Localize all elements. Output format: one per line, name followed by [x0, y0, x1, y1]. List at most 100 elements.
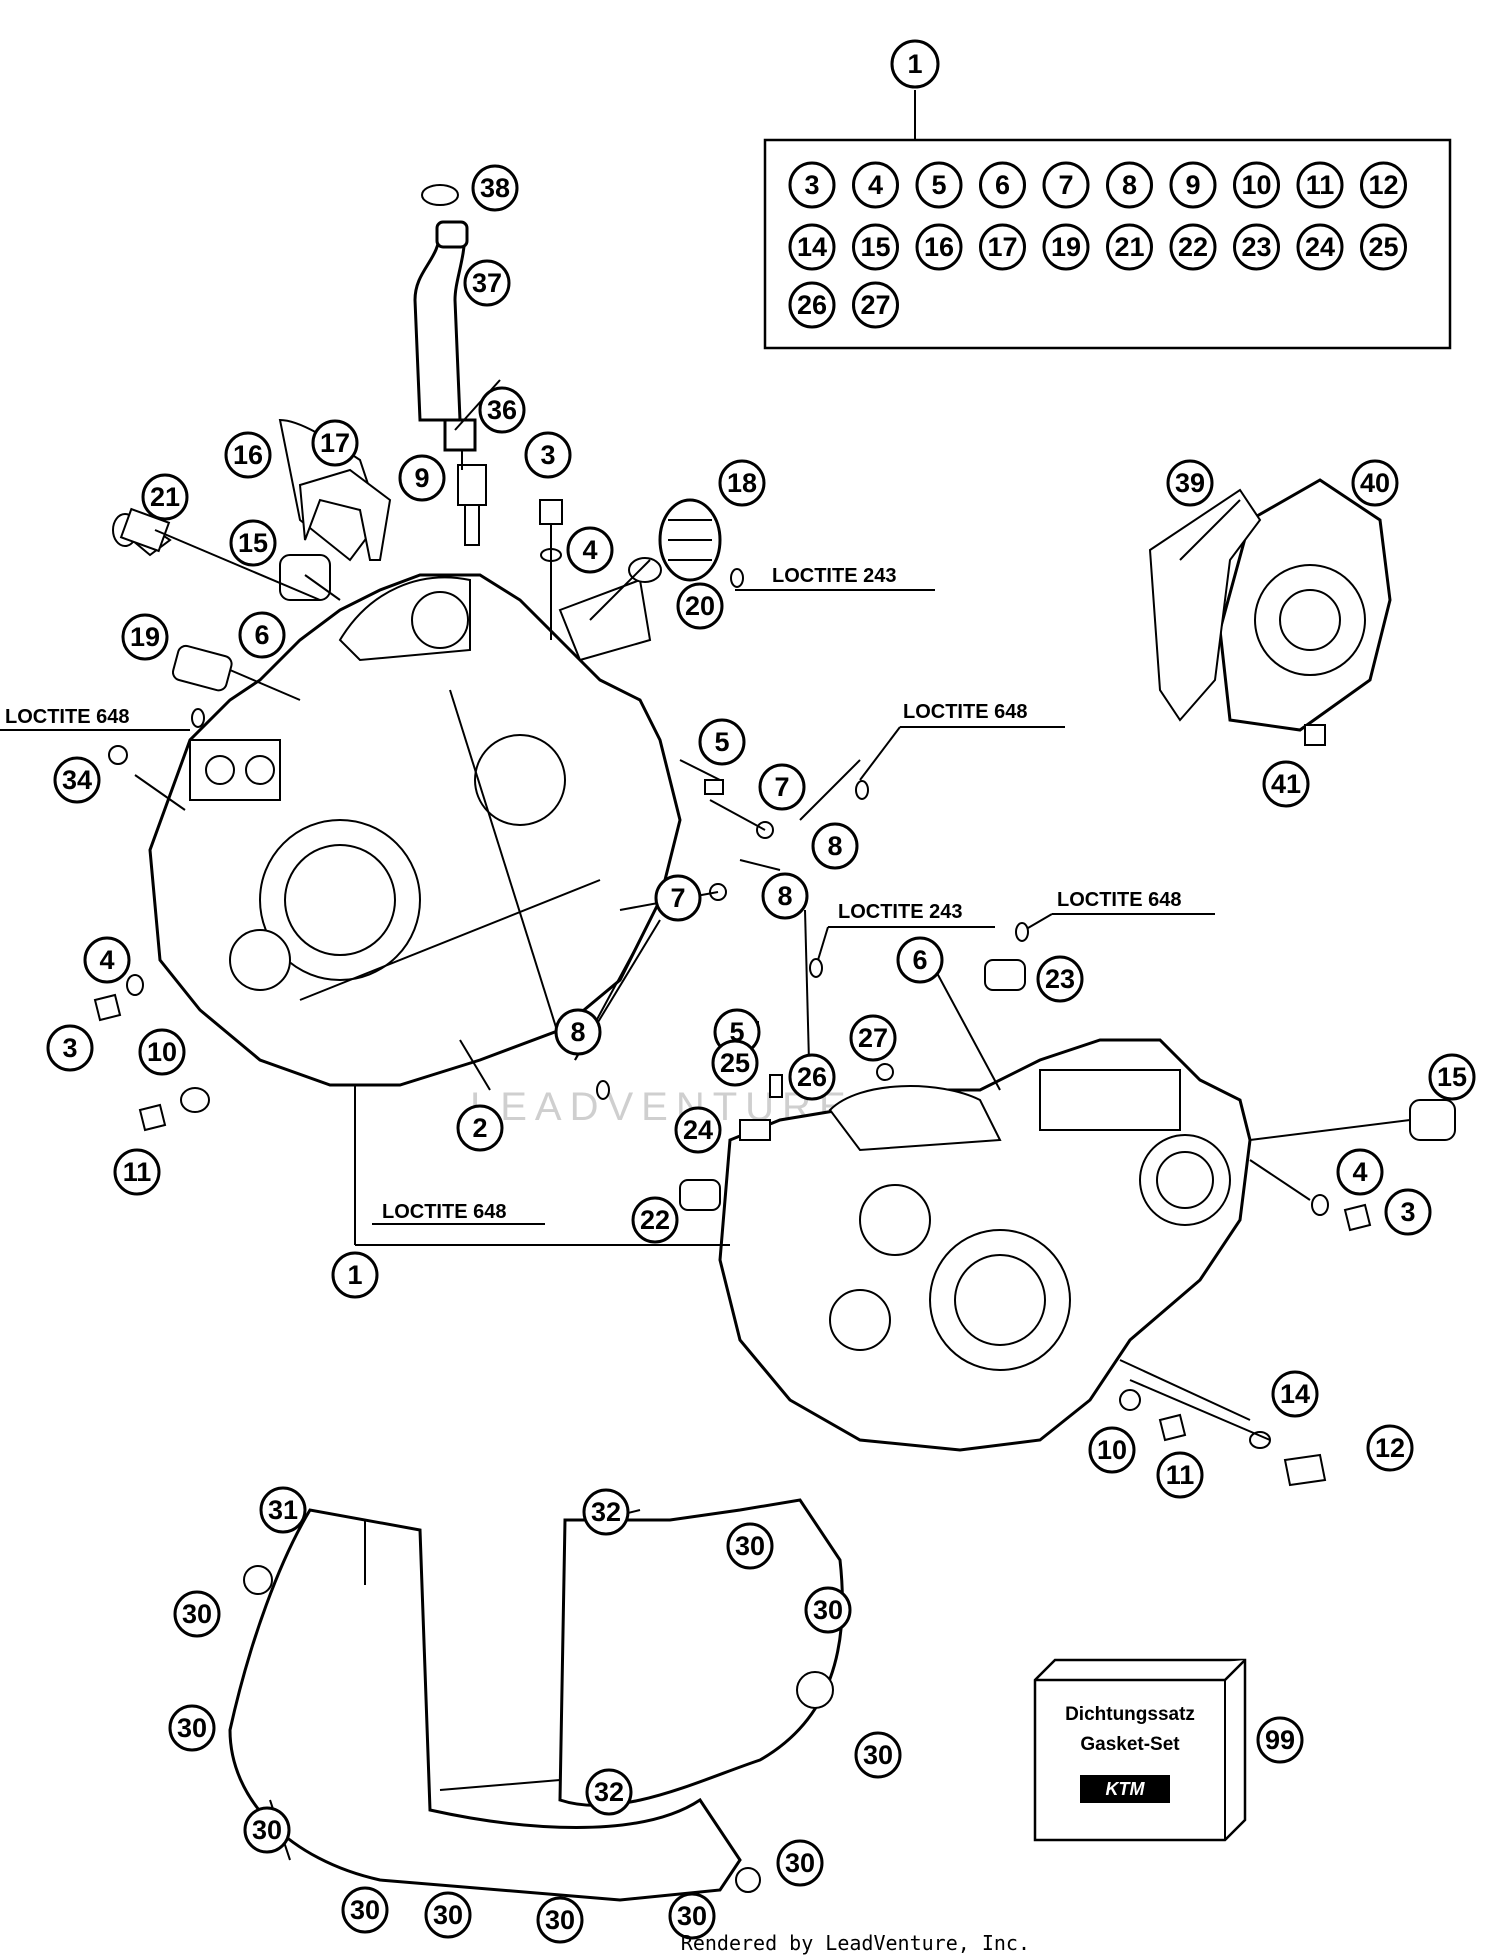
callout-c30-48[interactable]: 30: [804, 1586, 852, 1634]
callout-c23-28[interactable]: 23: [1036, 955, 1084, 1003]
callout-c8-20[interactable]: 8: [554, 1008, 602, 1056]
callout-1-kit[interactable]: [890, 39, 940, 89]
callout-c27-33[interactable]: 27: [849, 1014, 897, 1062]
kit-member-number: 9: [1185, 170, 1200, 200]
callout-c3-36[interactable]: 3: [1384, 1188, 1432, 1236]
callout-c38-0[interactable]: 38: [471, 164, 519, 212]
callout-c8-19[interactable]: 8: [761, 872, 809, 920]
callout-c14-38[interactable]: 14: [1271, 1370, 1319, 1418]
callout-c22-27[interactable]: 22: [631, 1196, 679, 1244]
kit-member-19[interactable]: 19: [1042, 223, 1090, 271]
kit-member-8[interactable]: 8: [1106, 161, 1153, 209]
callout-c4-35[interactable]: 4: [1336, 1148, 1384, 1196]
callout-c16-3[interactable]: 16: [224, 431, 272, 479]
kit-member-22[interactable]: 22: [1169, 223, 1217, 271]
kit-member-26[interactable]: 26: [788, 281, 836, 329]
callout-c30-57[interactable]: 30: [536, 1896, 584, 1944]
callout-c21-10[interactable]: 21: [141, 473, 189, 521]
callout-c10-24[interactable]: 10: [138, 1028, 186, 1076]
callout-c30-54[interactable]: 30: [776, 1839, 824, 1887]
kit-member-10[interactable]: 10: [1233, 161, 1280, 209]
kit-member-circle: [1233, 161, 1280, 209]
callout-c20-9[interactable]: 20: [676, 582, 724, 630]
callout-c30-58[interactable]: 30: [668, 1892, 716, 1940]
callout-c99-59[interactable]: 99: [1256, 1716, 1304, 1764]
callout-c7-18[interactable]: 7: [654, 874, 702, 922]
callout-c41-44[interactable]: 41: [1262, 760, 1310, 808]
callout-c39-42[interactable]: 39: [1166, 459, 1214, 507]
kit-member-27[interactable]: 27: [852, 281, 899, 329]
callout-c26-32[interactable]: 26: [788, 1053, 836, 1101]
callout-c36-2[interactable]: 36: [478, 386, 526, 434]
callout-c15-11[interactable]: 15: [229, 519, 277, 567]
kit-member-14[interactable]: 14: [788, 223, 836, 271]
callout-c3-23[interactable]: 3: [46, 1024, 94, 1072]
loctite-648-left: LOCTITE 648: [5, 706, 129, 728]
kit-member-21[interactable]: 21: [1106, 223, 1153, 271]
kit-member-12[interactable]: 12: [1360, 161, 1407, 209]
callout-c30-53[interactable]: 30: [243, 1806, 291, 1854]
kit-member-9[interactable]: 9: [1169, 161, 1217, 209]
callout-c4-22[interactable]: 4: [83, 936, 131, 984]
kit-member-number: 10: [1241, 170, 1271, 200]
callout-c30-50[interactable]: 30: [168, 1704, 216, 1752]
callout-c34-14[interactable]: 34: [53, 756, 101, 804]
callout-circle: [1036, 955, 1084, 1003]
callout-c2-26[interactable]: 2: [456, 1104, 504, 1152]
callout-number: 11: [1166, 1460, 1195, 1490]
kit-member-24[interactable]: 24: [1296, 223, 1344, 271]
callout-number: 40: [1360, 468, 1390, 498]
callout-circle: [698, 718, 746, 766]
kit-member-17[interactable]: 17: [979, 223, 1026, 271]
callout-c19-12[interactable]: 19: [121, 613, 169, 661]
callout-circle: [173, 1590, 221, 1638]
kit-member-23[interactable]: 23: [1233, 223, 1280, 271]
callout-c6-29[interactable]: 6: [896, 936, 944, 984]
callout-c4-8[interactable]: 4: [566, 526, 614, 574]
callout-circle: [536, 1896, 584, 1944]
callout-c18-7[interactable]: 18: [718, 459, 766, 507]
callout-c30-49[interactable]: 30: [173, 1590, 221, 1638]
callout-c32-52[interactable]: 32: [585, 1768, 633, 1816]
kit-member-15[interactable]: 15: [852, 223, 899, 271]
callout-c32-46[interactable]: 32: [582, 1488, 630, 1536]
callout-c8-17[interactable]: 8: [811, 822, 859, 870]
callout-c30-55[interactable]: 30: [341, 1886, 389, 1934]
callout-c11-41[interactable]: 11: [1156, 1451, 1204, 1499]
callout-number: 30: [863, 1740, 893, 1770]
callout-circle: [776, 1839, 824, 1887]
callout-number: 5: [729, 1017, 744, 1047]
callout-c31-45[interactable]: 31: [259, 1486, 307, 1534]
kit-member-25[interactable]: 25: [1360, 223, 1407, 271]
callout-c1-37[interactable]: 1: [331, 1251, 379, 1299]
kit-member-3[interactable]: 3: [788, 161, 836, 209]
callout-c5-15[interactable]: 5: [698, 718, 746, 766]
kit-member-4[interactable]: 4: [852, 161, 899, 209]
callout-circle: [311, 419, 359, 467]
callout-c30-51[interactable]: 30: [854, 1731, 902, 1779]
callout-c10-40[interactable]: 10: [1088, 1426, 1136, 1474]
callout-c17-4[interactable]: 17: [311, 419, 359, 467]
callout-circle: [674, 1106, 722, 1154]
callout-c40-43[interactable]: 40: [1351, 459, 1399, 507]
callout-c25-31[interactable]: 25: [711, 1039, 759, 1087]
kit-member-5[interactable]: 5: [915, 161, 963, 209]
callout-c11-25[interactable]: 11: [113, 1148, 161, 1196]
callout-c6-13[interactable]: 6: [238, 611, 286, 659]
callout-c3-6[interactable]: 3: [524, 431, 572, 479]
callout-c9-5[interactable]: 9: [398, 454, 446, 502]
kit-member-11[interactable]: 11: [1296, 161, 1344, 209]
callout-c37-1[interactable]: 37: [463, 259, 511, 307]
callout-c30-56[interactable]: 30: [424, 1891, 472, 1939]
callout-c24-30[interactable]: 24: [674, 1106, 722, 1154]
kit-member-7[interactable]: 7: [1042, 161, 1090, 209]
callout-c30-47[interactable]: 30: [726, 1522, 774, 1570]
kit-member-16[interactable]: 16: [915, 223, 963, 271]
kit-member-6[interactable]: 6: [979, 161, 1026, 209]
callout-c15-34[interactable]: 15: [1428, 1053, 1476, 1101]
callout-circle: [758, 763, 806, 811]
callout-c7-16[interactable]: 7: [758, 763, 806, 811]
callout-c12-39[interactable]: 12: [1366, 1424, 1414, 1472]
kit-member-circle: [788, 281, 836, 329]
callout-circle: [668, 1892, 716, 1940]
